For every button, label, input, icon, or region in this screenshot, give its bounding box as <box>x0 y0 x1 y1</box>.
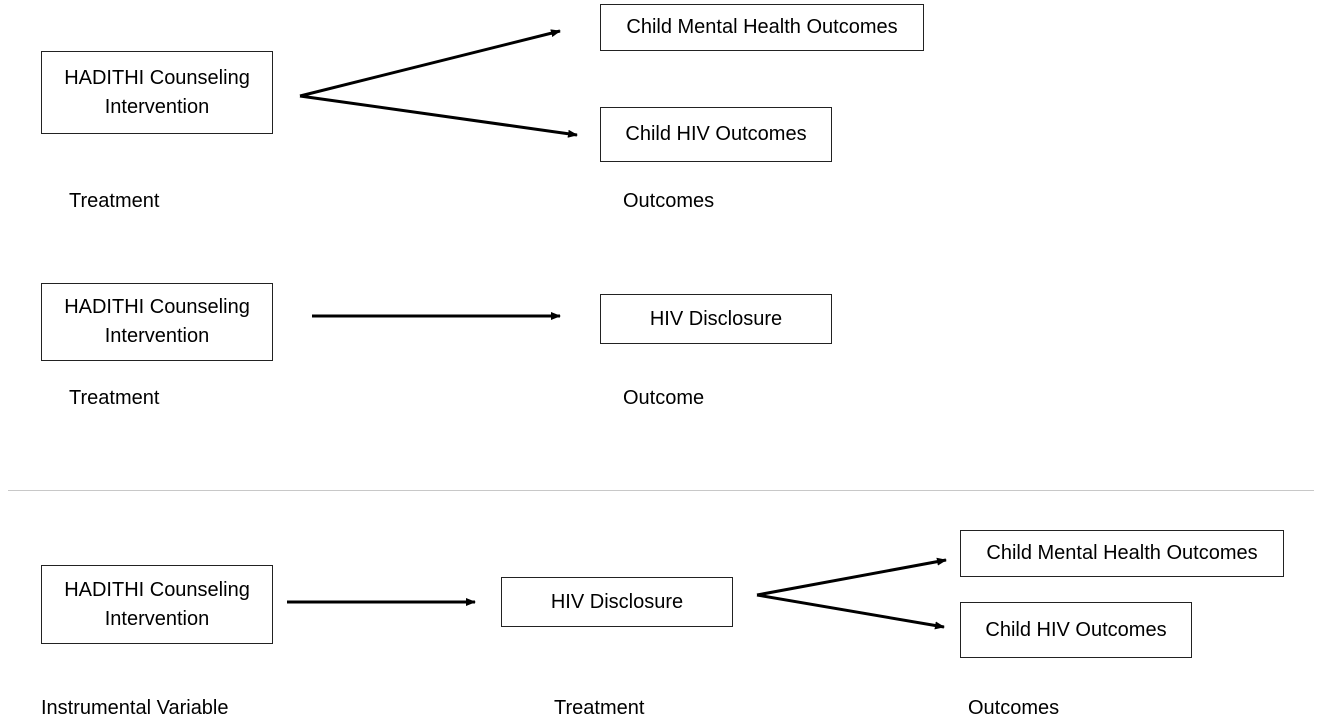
arrow-d1-to-mental-health <box>299 29 561 98</box>
d3-hiv-outcomes-text: Child HIV Outcomes <box>985 618 1167 641</box>
d3-disclosure-text: HIV Disclosure <box>550 590 684 613</box>
d1-label-treatment: Treatment <box>69 190 160 212</box>
d2-label-treatment: Treatment <box>69 387 160 409</box>
d3-label-outcomes: Outcomes <box>968 697 1060 719</box>
d1-mental-health-box: Child Mental Health Outcomes <box>600 4 924 51</box>
d1-mental-health-text: Child Mental Health Outcomes <box>626 16 898 38</box>
d3-disclosure-box: HIV Disclosure <box>501 577 733 627</box>
section-divider <box>8 490 1314 491</box>
d3-label-instrumental: Instrumental Variable <box>41 697 229 719</box>
d1-treatment-text: HADITHI Counseling Intervention <box>64 66 250 118</box>
d1-hiv-outcomes-box: Child HIV Outcomes <box>600 107 832 162</box>
d2-disclosure-box: HIV Disclosure <box>600 294 832 344</box>
d3-mental-health-text: Child Mental Health Outcomes <box>986 542 1258 564</box>
d2-label-outcome: Outcome <box>623 387 705 409</box>
d3-hiv-outcomes-box: Child HIV Outcomes <box>960 602 1192 658</box>
d2-disclosure-text: HIV Disclosure <box>649 307 783 330</box>
d2-treatment-text: HADITHI Counseling Intervention <box>64 296 250 347</box>
d1-label-outcomes: Outcomes <box>623 190 715 212</box>
d3-instrument-text: HADITHI Counseling Intervention <box>64 578 250 630</box>
d2-treatment-box: HADITHI Counseling Intervention <box>41 283 273 361</box>
d3-instrument-box: HADITHI Counseling Intervention <box>41 565 273 644</box>
arrow-d3-to-hiv-outcomes <box>756 593 945 630</box>
d3-mental-health-box: Child Mental Health Outcomes <box>960 530 1284 577</box>
arrow-d1-to-hiv-outcomes <box>299 94 578 138</box>
arrow-d3-to-mental-health <box>756 557 947 597</box>
d1-treatment-box: HADITHI Counseling Intervention <box>41 51 273 134</box>
d3-label-treatment: Treatment <box>554 697 645 719</box>
d1-hiv-outcomes-text: Child HIV Outcomes <box>625 123 807 145</box>
